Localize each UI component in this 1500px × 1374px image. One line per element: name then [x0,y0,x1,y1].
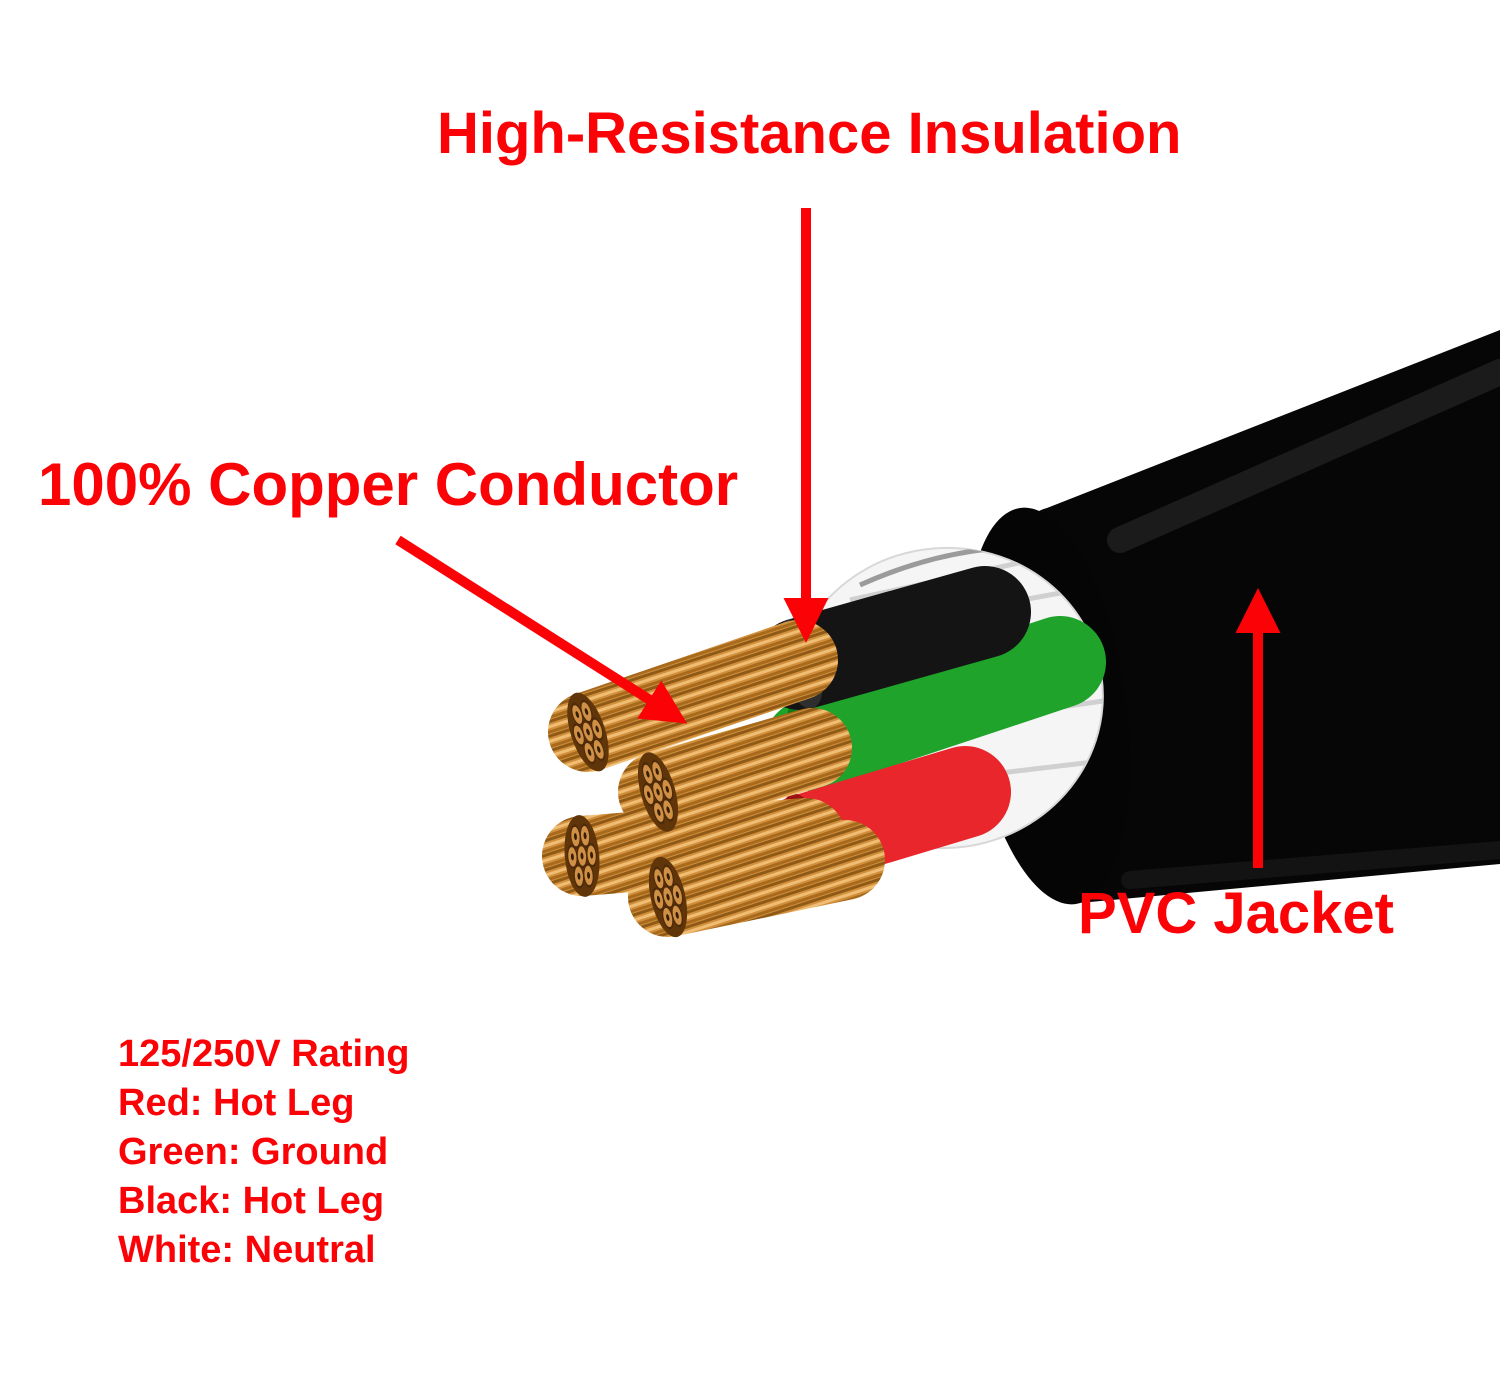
copper-conductor-arrow [395,535,688,724]
spec-line-rating: 125/250V Rating [118,1033,410,1075]
spec-line-red: Red: Hot Leg [118,1082,355,1124]
pvc-jacket-label: PVC Jacket [1078,881,1394,946]
spec-line-white: White: Neutral [118,1229,376,1271]
jacket-sheen-top [1107,359,1500,553]
spec-list: 125/250V Rating Red: Hot Leg Green: Grou… [118,1030,409,1275]
copper-conductor-label: 100% Copper Conductor [38,451,739,518]
insulation-label: High-Resistance Insulation [437,101,1182,166]
spec-line-green: Green: Ground [118,1131,389,1173]
copper-bundle-2 [618,708,852,832]
jacket-sheen-bottom [1121,841,1500,889]
copper-bundle-3 [542,798,846,896]
green-wire [764,616,1106,791]
copper-conductors [542,620,885,943]
spec-line-black: Black: Hot Leg [118,1180,385,1222]
callout-arrows [395,208,1281,868]
copper-bundle-1 [548,620,838,772]
